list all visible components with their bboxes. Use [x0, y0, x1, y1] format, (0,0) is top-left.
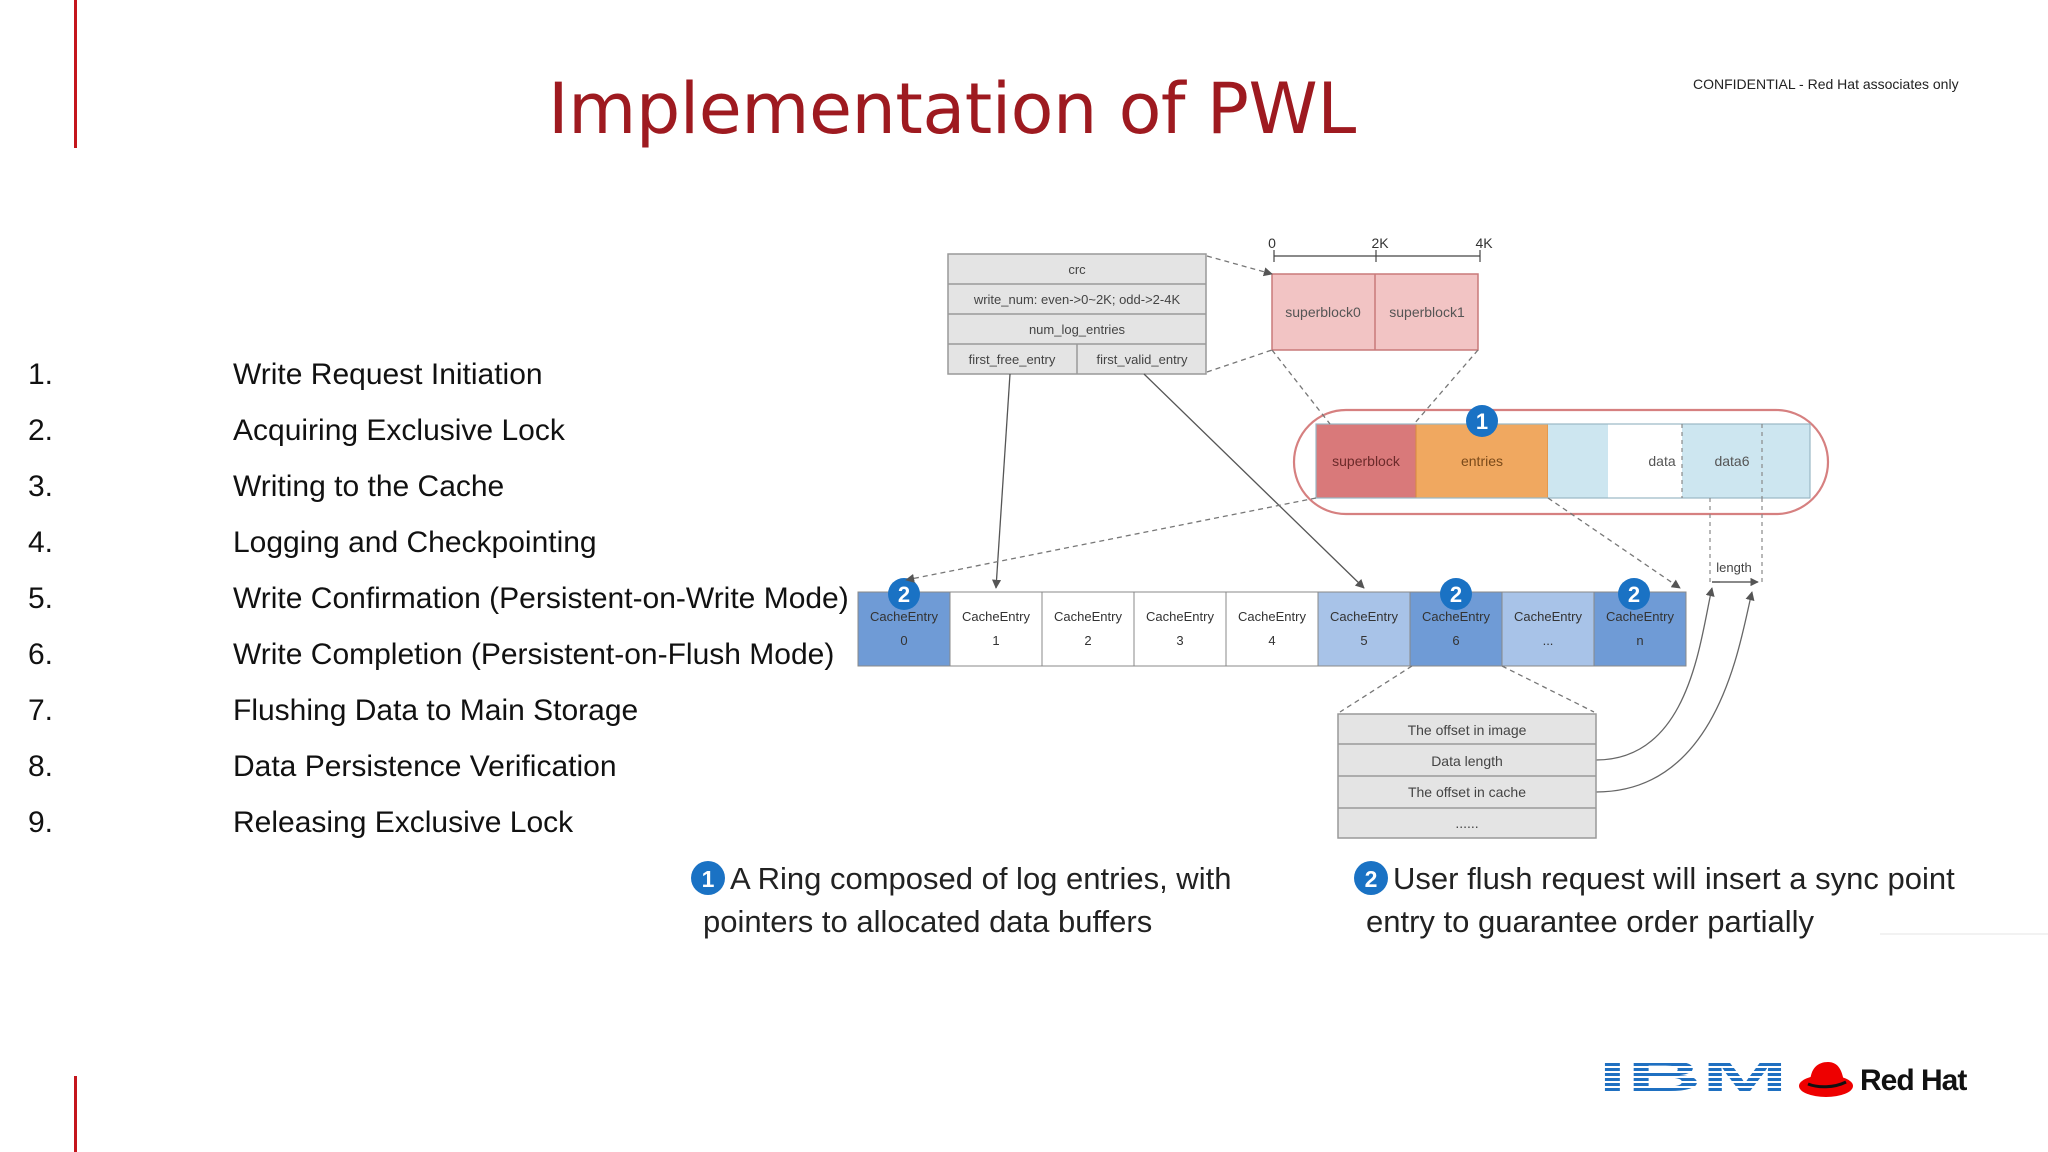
superblock-region: 0 2K 4K superblock0 superblock1 — [1206, 235, 1493, 373]
ring-data-label: data — [1648, 453, 1675, 469]
ring-data6-label: data6 — [1714, 453, 1749, 469]
caption-badge-number: 2 — [1365, 866, 1378, 892]
field-num-log-entries: num_log_entries — [1029, 322, 1126, 337]
step-number: 6. — [28, 638, 54, 671]
badge-2-icon — [888, 578, 920, 610]
caption-badge-number: 1 — [702, 866, 715, 892]
tick-label-2k: 2K — [1371, 235, 1389, 251]
caption-1-line2: pointers to allocated data buffers — [703, 904, 1152, 939]
step-number: 2. — [28, 414, 54, 447]
accent-line-top — [74, 0, 77, 148]
badge-2-icon — [1354, 861, 1388, 895]
caption-2-line1: User flush request will insert a sync po… — [1393, 861, 1955, 896]
caption-2: 2 User flush request will insert a sync … — [1354, 861, 1955, 939]
badge-2-icon — [1618, 578, 1650, 610]
step-text: Write Completion (Persistent-on-Flush Mo… — [233, 638, 835, 671]
badge-2-icon — [1440, 578, 1472, 610]
ring-superblock-label: superblock — [1332, 453, 1401, 469]
field-crc: crc — [1068, 262, 1086, 277]
badge-1-icon — [1466, 405, 1498, 437]
cache-entry-index: 5 — [1360, 633, 1367, 648]
redhat-hat-icon — [1799, 1062, 1853, 1097]
log-ring: superblock entries data data6 1 — [1271, 349, 1830, 516]
step-text: Writing to the Cache — [233, 470, 505, 503]
superblock1-label: superblock1 — [1389, 304, 1465, 320]
cache-entry-index: 6 — [1452, 633, 1459, 648]
step-number: 9. — [28, 806, 54, 839]
step-number: 4. — [28, 526, 54, 559]
cache-entry-label: CacheEntry — [1422, 609, 1490, 624]
cache-entry-label: CacheEntry — [1606, 609, 1674, 624]
cache-entry-index: 2 — [1084, 633, 1091, 648]
confidential-notice: CONFIDENTIAL - Red Hat associates only — [1693, 76, 1959, 92]
cache-entry-label: CacheEntry — [1514, 609, 1582, 624]
badge-1-number: 1 — [1476, 409, 1488, 434]
cache-entry-index: 4 — [1268, 633, 1275, 648]
badge-2-number: 2 — [1628, 582, 1640, 607]
field-offset-in-image: The offset in image — [1408, 722, 1527, 738]
caption-1: 1 A Ring composed of log entries, with p… — [691, 861, 1231, 939]
cache-entry-label: CacheEntry — [870, 609, 938, 624]
redhat-logo-text: Red Hat — [1860, 1064, 1967, 1097]
cache-entry-index: 3 — [1176, 633, 1183, 648]
step-text: Logging and Checkpointing — [233, 526, 597, 559]
cache-entry-label: CacheEntry — [1054, 609, 1122, 624]
tick-label-0: 0 — [1268, 235, 1276, 251]
badge-2-number: 2 — [898, 582, 910, 607]
field-first-free-entry: first_free_entry — [969, 352, 1056, 367]
field-write-num: write_num: even->0~2K; odd->2-4K — [973, 292, 1181, 307]
superblock0-label: superblock0 — [1285, 304, 1361, 320]
entry-field-table: The offset in image Data length The offs… — [1337, 713, 1597, 839]
cache-entry-index: 1 — [992, 633, 999, 648]
step-text: Flushing Data to Main Storage — [233, 694, 639, 727]
accent-line-bottom — [74, 1076, 77, 1152]
step-text: Releasing Exclusive Lock — [233, 806, 574, 839]
cache-entry-label: CacheEntry — [1238, 609, 1306, 624]
step-text: Data Persistence Verification — [233, 750, 617, 783]
step-text: Write Confirmation (Persistent-on-Write … — [233, 582, 849, 615]
cache-entries-row: CacheEntry 0 CacheEntry 1 CacheEntry 2 C… — [857, 578, 1687, 667]
cache-entry-index: n — [1636, 633, 1643, 648]
step-number: 7. — [28, 694, 54, 727]
length-label: length — [1716, 560, 1751, 575]
cache-entry-label: CacheEntry — [1146, 609, 1214, 624]
tick-label-4k: 4K — [1475, 235, 1493, 251]
step-number: 5. — [28, 582, 54, 615]
length-indicator: length — [1709, 498, 1763, 587]
step-text: Acquiring Exclusive Lock — [233, 414, 565, 447]
caption-1-line1: A Ring composed of log entries, with — [730, 861, 1231, 896]
badge-1-icon — [691, 861, 725, 895]
field-offset-in-cache: The offset in cache — [1408, 784, 1526, 800]
connectors — [905, 373, 1755, 793]
superblock-field-table: crc write_num: even->0~2K; odd->2-4K num… — [947, 253, 1207, 375]
cache-entry-index: 0 — [900, 633, 907, 648]
cache-entry-label: CacheEntry — [1330, 609, 1398, 624]
ibm-logo-text: IBM — [1598, 1058, 1788, 1094]
ring-entries-label: entries — [1461, 453, 1503, 469]
step-number: 3. — [28, 470, 54, 503]
field-first-valid-entry: first_valid_entry — [1096, 352, 1188, 367]
step-text: Write Request Initiation — [233, 358, 543, 391]
cache-entry-index: ... — [1543, 633, 1554, 648]
badge-2-number: 2 — [1450, 582, 1462, 607]
caption-2-line2: entry to guarantee order partially — [1366, 904, 1815, 939]
ibm-logo: IBM — [1598, 1058, 1788, 1094]
field-data-length: Data length — [1431, 753, 1503, 769]
step-number: 8. — [28, 750, 54, 783]
field-ellipsis: ...... — [1455, 815, 1478, 831]
step-number: 1. — [28, 358, 54, 391]
cache-entry-label: CacheEntry — [962, 609, 1030, 624]
slide-title: Implementation of PWL — [548, 68, 1356, 150]
